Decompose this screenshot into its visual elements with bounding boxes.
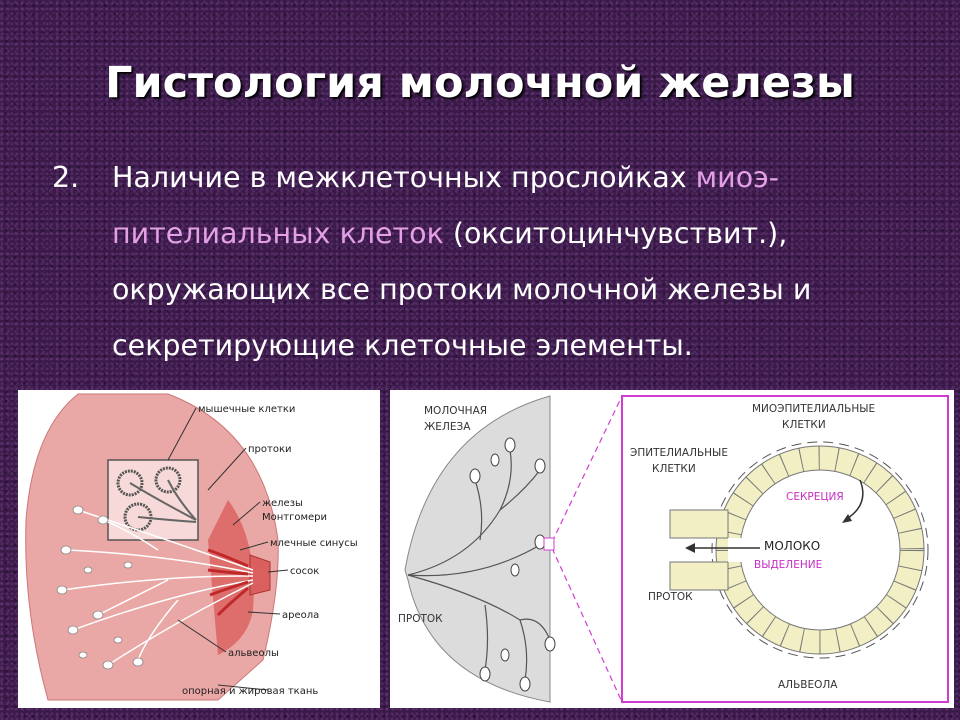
label-alveoli: альвеолы [228, 648, 279, 659]
breast-diagram-svg: мышечные клетки протоки железы Монтгомер… [25, 393, 358, 701]
slide-title: Гистология молочной железы [105, 58, 855, 108]
nipple-shape [249, 554, 271, 596]
inset-alveolus [116, 469, 144, 497]
arrow-head-icon [685, 543, 695, 553]
label-alveola: АЛЬВЕОЛА [778, 679, 838, 691]
arrow-head-icon [842, 514, 852, 523]
label-areola: ареола [282, 610, 319, 621]
alveola-diagram-svg: МОЛОЧНАЯ ЖЕЛЕЗА ПРОТОК МИОЭПИТЕЛИАЛЬНЫЕ … [398, 395, 949, 703]
item-text: Наличие в межклеточных прослойках миоэ-п… [112, 150, 932, 374]
item-number: 2. [52, 161, 80, 194]
text-highlight: миоэ-пителиальных клеток [112, 161, 780, 250]
duct-upper [669, 509, 729, 539]
label-ducts: протоки [248, 444, 292, 455]
duct-gap [728, 538, 742, 562]
label-milk: МОЛОКО [764, 539, 820, 553]
text-part-2: (окситоцинчувствит.), окружающих все про… [112, 217, 812, 362]
label-milk-sinuses: млечные синусы [270, 538, 358, 549]
label-gland-1: МОЛОЧНАЯ [424, 405, 487, 417]
inset-ducts [129, 479, 197, 523]
gland-lobe [404, 395, 551, 703]
gland-ducts [407, 449, 551, 681]
label-glands-2: Монтгомери [262, 512, 327, 523]
label-nipple: сосок [290, 566, 319, 577]
label-duct-left: ПРОТОК [398, 613, 443, 625]
alveoli-dots [56, 505, 144, 670]
label-glands-1: железы [262, 498, 303, 509]
inset-alveolus [154, 466, 182, 494]
alveola-diagram: МОЛОЧНАЯ ЖЕЛЕЗА ПРОТОК МИОЭПИТЕЛИАЛЬНЫЕ … [390, 390, 954, 708]
areola-region [208, 500, 254, 655]
gland-alveoli [469, 437, 556, 692]
label-myoepithelial-2: КЛЕТКИ [782, 419, 826, 431]
duct-lower [669, 561, 729, 591]
zoom-line [551, 395, 623, 543]
leader-lines [167, 407, 289, 691]
bullet-point: 2. Наличие в межклеточных прослойках мио… [52, 150, 932, 374]
zoom-marker [543, 537, 555, 551]
label-myoepithelial-1: МИОЭПИТЕЛИАЛЬНЫЕ [752, 403, 875, 415]
label-duct-right: ПРОТОК [648, 591, 693, 603]
milk-sinuses [207, 548, 249, 617]
ring-outer-edge [715, 445, 925, 655]
label-muscle-cells: мышечные клетки [198, 404, 295, 415]
label-tissue: опорная и жировая ткань [182, 686, 318, 697]
label-release: ВЫДЕЛЕНИЕ [754, 559, 822, 571]
label-gland-2: ЖЕЛЕЗА [424, 421, 471, 433]
label-secretion: СЕКРЕЦИЯ [786, 491, 844, 503]
myoepithelial-outline [711, 441, 929, 659]
zoom-line [551, 547, 623, 703]
text-part-1: Наличие в межклеточных прослойках [112, 161, 696, 194]
breast-diagram: мышечные клетки протоки железы Монтгомер… [18, 390, 380, 708]
label-epithelial-2: КЛЕТКИ [652, 463, 696, 475]
label-epithelial-1: ЭПИТЕЛИАЛЬНЫЕ [630, 447, 728, 459]
inset-alveolus [123, 502, 153, 532]
